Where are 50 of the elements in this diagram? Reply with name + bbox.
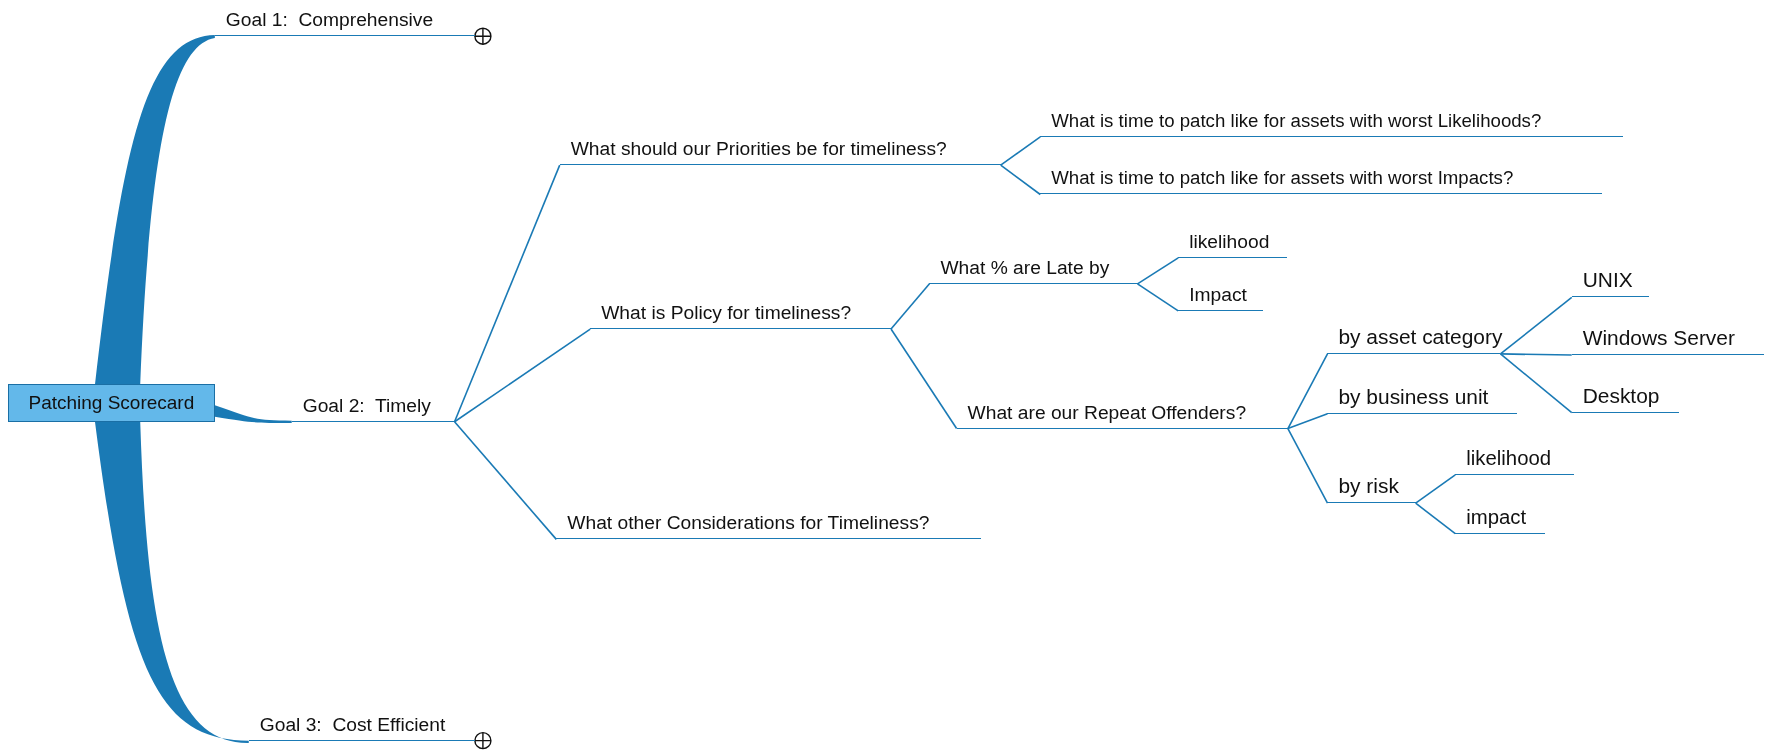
topic-underline: [1455, 447, 1574, 475]
topic-underline: [1571, 385, 1680, 413]
topic-label: by business unit: [1338, 384, 1489, 409]
topic-underline: [1327, 326, 1501, 354]
topic-label: likelihood: [1466, 446, 1552, 470]
main-branch: [214, 405, 292, 423]
topic-label: Desktop: [1582, 383, 1660, 408]
topic-label: Goal 2: Timely: [302, 394, 431, 417]
topic-underline: [1327, 476, 1416, 504]
topic-label: What other Considerations for Timeliness?: [567, 512, 930, 535]
branch-line: [999, 164, 1042, 196]
topic-underline: [1455, 506, 1545, 534]
branch-line: [1287, 353, 1329, 430]
branch-line: [890, 283, 931, 330]
branch-line: [1287, 413, 1329, 430]
branch-line: [890, 328, 958, 430]
central-topic: [7, 384, 215, 422]
topic-label: likelihood: [1189, 230, 1270, 253]
branch-line: [1499, 353, 1573, 356]
topic-label: What should our Priorities be for timeliness?: [570, 138, 947, 161]
branch-line: [1499, 353, 1573, 414]
branch-line: [1136, 283, 1180, 312]
topic-label: What is Policy for timeliness?: [601, 302, 852, 325]
branch-line: [1136, 257, 1180, 285]
topic-label: Windows Server: [1582, 326, 1735, 351]
branch-line: [999, 136, 1042, 166]
topic-label: Goal 1: Comprehensive: [225, 9, 434, 32]
branch-line: [1499, 296, 1573, 355]
main-branch: [95, 421, 249, 743]
topic-label: Goal 3: Cost Efficient: [259, 713, 446, 736]
topic-label: by asset category: [1338, 324, 1503, 349]
main-branch: [95, 35, 215, 385]
branch-line: [1287, 427, 1329, 504]
topic-label: by risk: [1338, 474, 1399, 499]
topic-label: What are our Repeat Offenders?: [967, 401, 1247, 424]
topic-label: Impact: [1189, 283, 1247, 306]
topic-underline: [1327, 386, 1518, 414]
topic-label: Patching Scorecard: [28, 392, 195, 415]
topic-label: UNIX: [1582, 268, 1633, 293]
branch-line: [1414, 502, 1457, 535]
topic-underline: [1571, 327, 1764, 356]
topic-label: What % are Late by: [940, 256, 1110, 279]
branch-line: [453, 328, 592, 423]
branch-line: [1414, 474, 1457, 504]
topic-label: What is time to patch like for assets with worst Impacts?: [1051, 167, 1514, 190]
topic-label: What is time to patch like for assets with worst Likelihoods?: [1051, 109, 1542, 132]
branch-line: [453, 164, 561, 423]
topic-label: impact: [1466, 505, 1527, 529]
branch-line: [453, 420, 558, 541]
topic-underline: [1571, 270, 1649, 298]
